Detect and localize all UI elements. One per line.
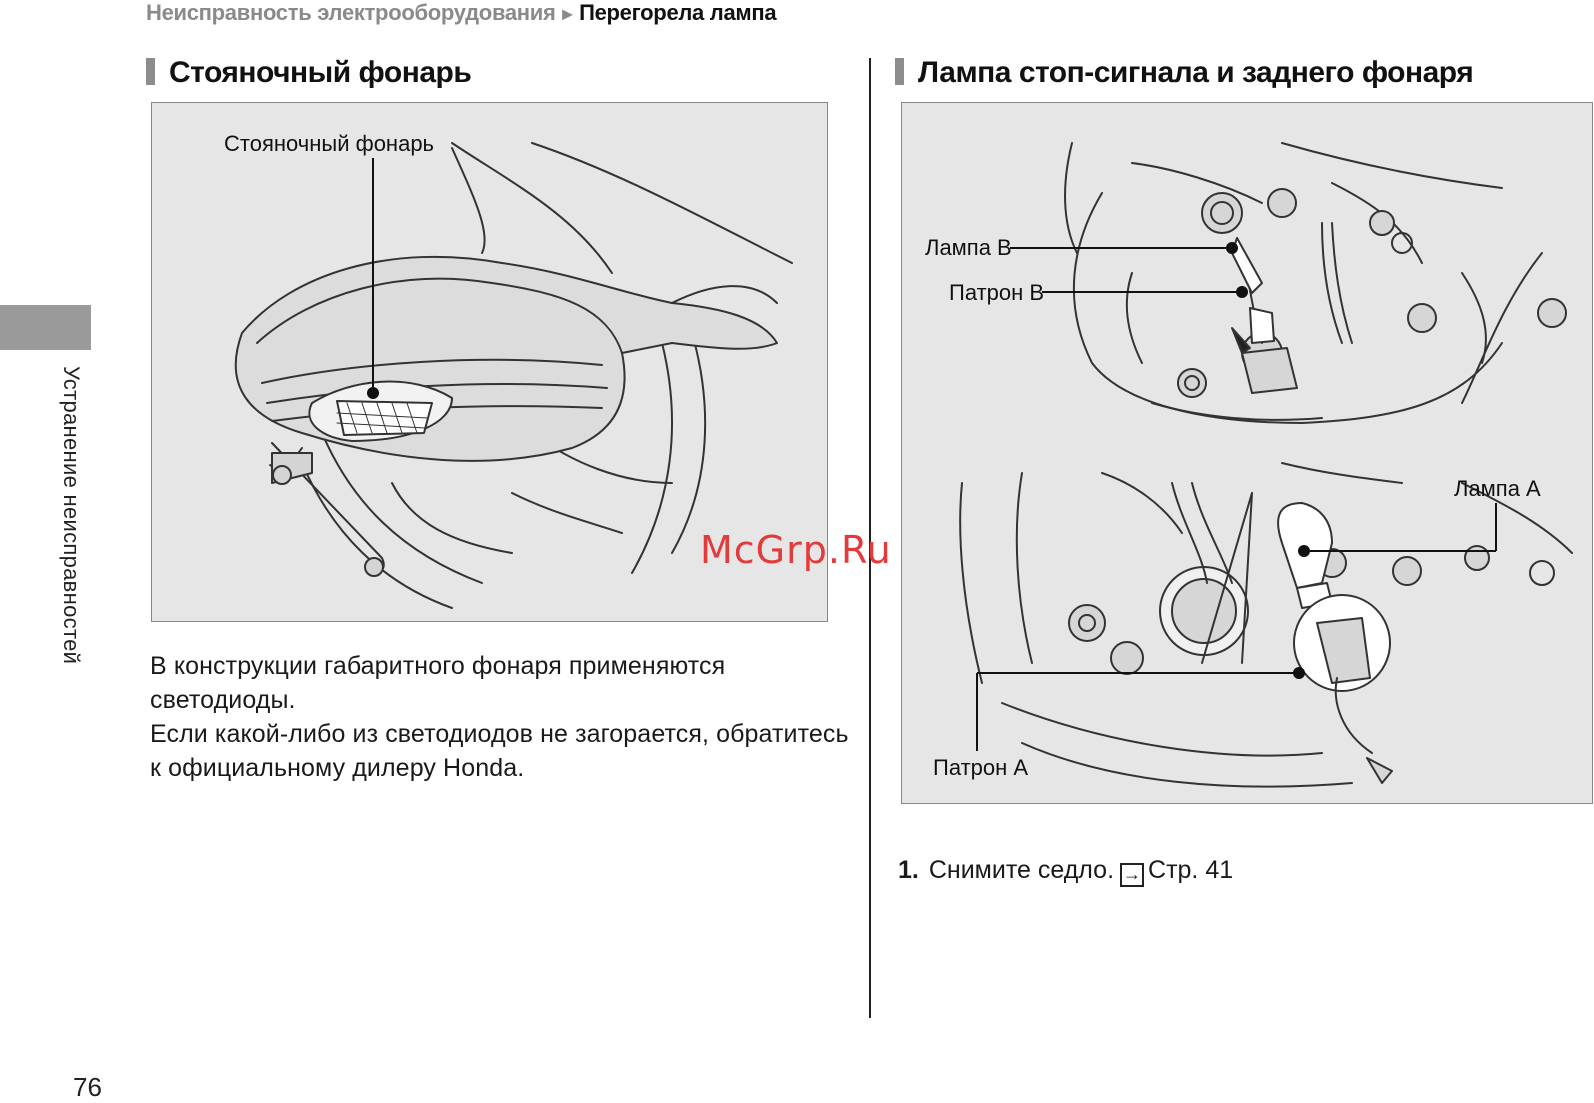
section-tab-label: Устранение неисправностей: [59, 366, 84, 665]
left-section-body: В конструкции габаритного фонаря применя…: [150, 649, 850, 785]
breadcrumb-parent[interactable]: Неисправность электрооборудования: [146, 0, 556, 25]
parking-light-callout: Стояночный фонарь: [224, 131, 435, 156]
heading-bar-icon: [146, 58, 155, 85]
lamp-a-callout: Лампа A: [1454, 476, 1541, 501]
body-paragraph: Если какой-либо из светодиодов не загора…: [150, 720, 849, 782]
socket-a-callout: Патрон A: [933, 755, 1029, 780]
brake-tail-light-drawing: [959, 142, 1573, 788]
breadcrumb-current: Перегорела лампа: [579, 0, 777, 25]
page-number: 76: [73, 1072, 102, 1102]
socket-b-callout: Патрон B: [949, 280, 1045, 305]
page-reference-link[interactable]: Стр. 41: [1148, 856, 1234, 884]
page-reference-icon: →: [1120, 863, 1145, 887]
watermark: McGrp.Ru: [700, 528, 892, 572]
step-number: 1.: [898, 856, 919, 884]
lamp-b-callout: Лампа B: [925, 235, 1012, 260]
right-section-title: Лампа стоп-сигнала и заднего фонаря: [895, 55, 1474, 91]
parking-light-illustration: Стояночный фонарь: [151, 102, 828, 622]
right-section-title-text: Лампа стоп-сигнала и заднего фонаря: [918, 56, 1474, 89]
heading-bar-icon: [895, 58, 904, 85]
section-tab-marker: [0, 305, 91, 350]
step-text: Снимите седло.: [928, 856, 1115, 884]
brake-tail-light-illustration: Лампа B Патрон B Лампа A Патрон A: [901, 102, 1593, 804]
body-paragraph: В конструкции габаритного фонаря применя…: [150, 652, 726, 714]
left-section-title-text: Стояночный фонарь: [169, 56, 472, 89]
column-divider: [869, 58, 871, 1018]
breadcrumb-separator-icon: ►: [558, 4, 577, 24]
left-section-title: Стояночный фонарь: [146, 55, 472, 91]
step-item: 1. Снимите седло.→Стр. 41: [898, 856, 1233, 887]
breadcrumb: Неисправность электрооборудования►Перего…: [146, 0, 777, 30]
parking-light-drawing: [234, 142, 793, 609]
